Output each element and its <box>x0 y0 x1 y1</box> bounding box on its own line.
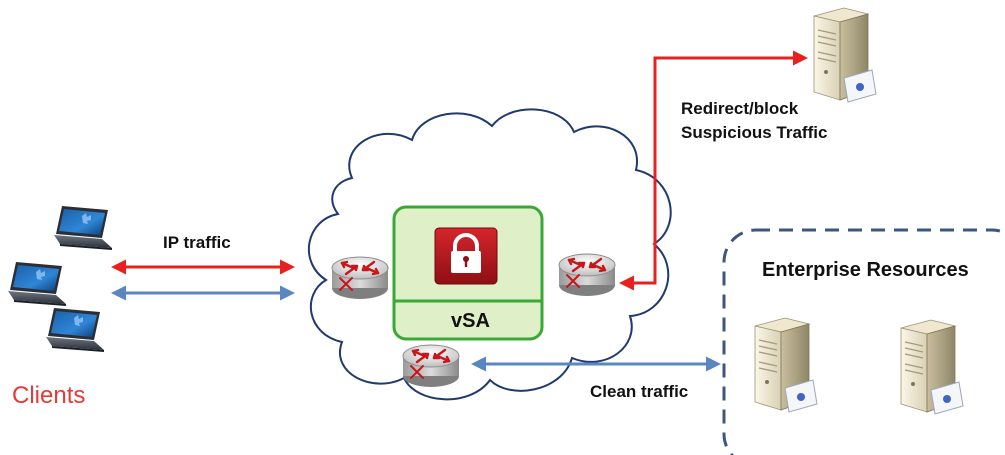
laptop-icon <box>46 308 104 352</box>
router-icon <box>330 255 390 301</box>
redirect-label-line2: Suspicious Traffic <box>681 123 828 142</box>
ip-traffic-label: IP traffic <box>163 233 231 252</box>
router-icon <box>557 252 617 298</box>
router-icon <box>401 343 461 389</box>
vsa-label: vSA <box>451 310 490 332</box>
server-icon <box>813 7 877 103</box>
redirect-arrow <box>619 50 808 291</box>
enterprise-resources-label: Enterprise Resources <box>762 259 969 281</box>
redirect-block-label: Redirect/block Suspicious Traffic <box>681 97 827 145</box>
enterprise-resources-box <box>722 228 1005 455</box>
server-icon <box>900 319 964 415</box>
redirect-label-line1: Redirect/block <box>681 99 799 118</box>
laptop-icon <box>54 206 112 250</box>
clean-traffic-label: Clean traffic <box>590 382 689 401</box>
server-icon <box>754 317 818 413</box>
laptop-icon <box>8 262 66 306</box>
clients-label: Clients <box>12 382 86 409</box>
lock-icon <box>434 227 498 285</box>
